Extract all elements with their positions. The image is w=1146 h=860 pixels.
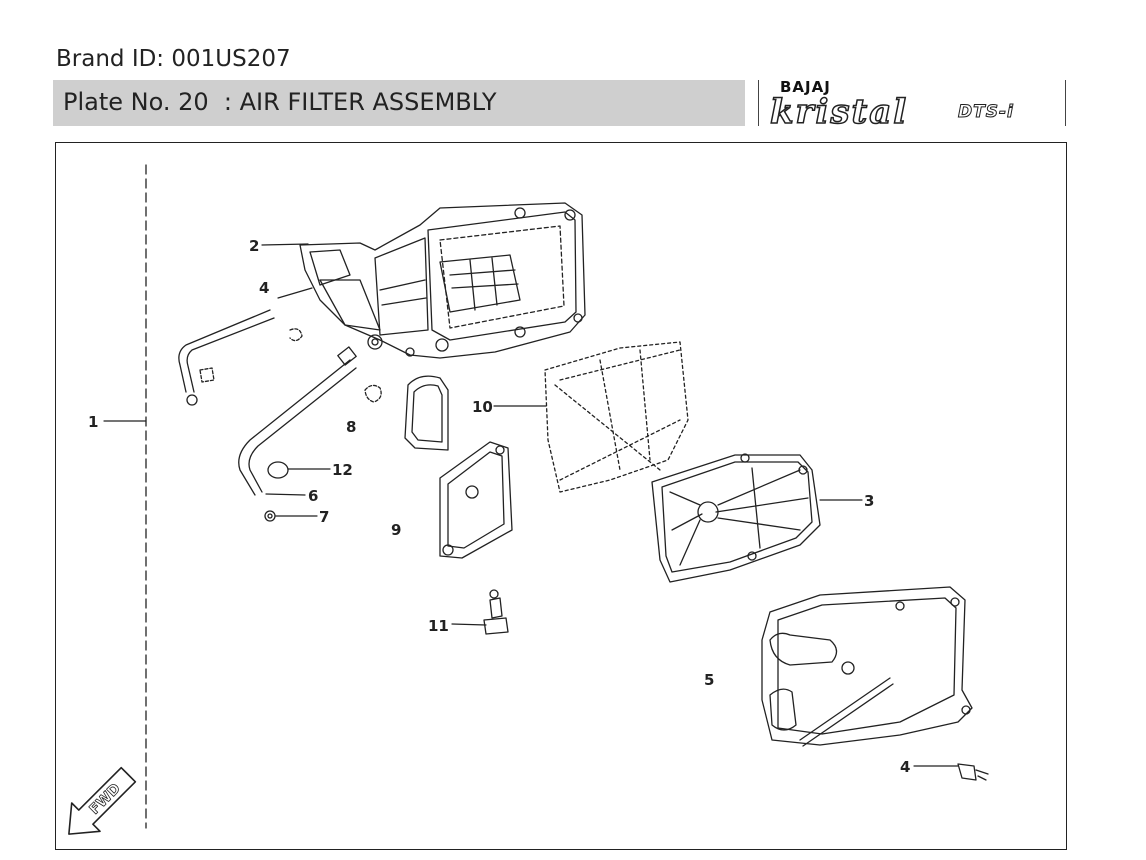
callout-labels: 1 2 3 4 4 5 6 7 8 9 10 11 12: [88, 237, 910, 776]
callout-3: 3: [864, 492, 874, 510]
brand-logo: BAJAJ kristal DTS-i: [758, 78, 1066, 133]
callout-8: 8: [346, 418, 356, 436]
callout-9: 9: [391, 521, 401, 539]
logo-brand-text: BAJAJ: [780, 78, 831, 96]
logo-divider-left: [758, 80, 759, 126]
callout-11: 11: [428, 617, 449, 635]
seal-gasket-part-9: [404, 375, 449, 451]
callout-6: 6: [308, 487, 318, 505]
logo-divider-right: [1065, 80, 1066, 126]
drain-tube-lower: [238, 346, 357, 496]
callout-4-upper: 4: [259, 279, 269, 297]
callout-4-lower: 4: [900, 758, 910, 776]
diagram-frame: [55, 142, 1067, 850]
brand-id: Brand ID: 001US207: [56, 46, 291, 72]
filter-frame-part-3: [651, 453, 821, 583]
breather-tube-upper: [178, 309, 303, 406]
plate-title: Plate No. 20 : AIR FILTER ASSEMBLY: [63, 88, 497, 116]
logo-model-text: kristal: [769, 91, 909, 133]
forward-direction-arrow: FWD: [68, 766, 137, 835]
plug-part-12: [267, 461, 289, 479]
callout-12: 12: [332, 461, 353, 479]
callout-2: 2: [249, 237, 259, 255]
callout-1: 1: [88, 413, 98, 431]
screw-part-4: [957, 763, 989, 781]
callout-10: 10: [472, 398, 493, 416]
logo-suffix-text: DTS-i: [958, 102, 1014, 123]
cover-plate-part-9: [439, 441, 513, 559]
clip-part-7: [264, 510, 276, 522]
plate-title-bar: Plate No. 20 : AIR FILTER ASSEMBLY: [53, 80, 745, 126]
air-box-housing: [299, 202, 586, 359]
callout-7: 7: [319, 508, 329, 526]
air-filter-cover-part-5: [761, 586, 973, 747]
drain-plug-part-11: [483, 589, 509, 635]
clamp-part-8: [364, 384, 382, 403]
filter-element-part-10: [544, 341, 689, 493]
callout-5: 5: [704, 671, 714, 689]
callout-leader-lines: [103, 243, 959, 767]
